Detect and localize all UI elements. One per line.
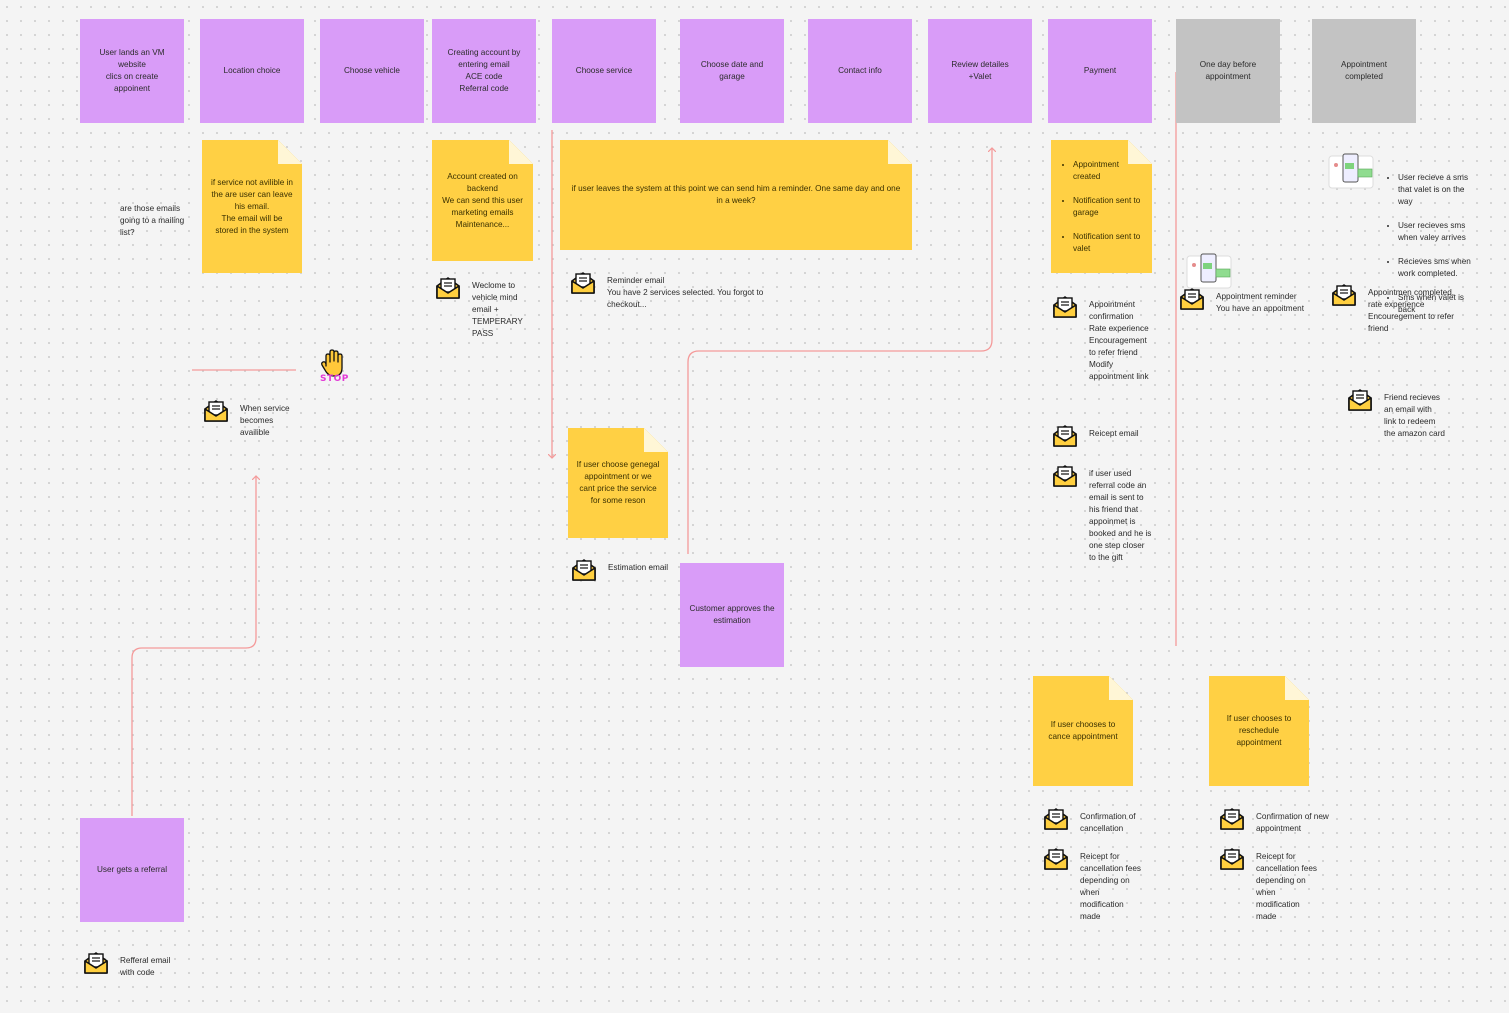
step-day-before: One day before appointment [1176,19,1280,123]
text-friend-email: Friend recieves an email with link to re… [1384,393,1445,438]
email-icon [1348,389,1372,411]
text-cancel-receipt: Reicept for cancellation fees depending … [1080,852,1141,921]
payment-note-item: Appointment created [1073,159,1144,183]
email-icon [1220,808,1244,830]
text-appointment-confirmation: Appointment confirmation Rate experience… [1089,300,1149,381]
email-icon [1053,296,1077,318]
text-cancel-confirmation: Confirmation of cancellation [1080,812,1136,833]
note-leaves-system: if user leaves the system at this point … [560,140,912,250]
email-icon [1332,284,1356,306]
text-estimation-email: Estimation email [608,563,669,572]
hand-icon [321,349,343,377]
text-receipt-email: Reicept email [1089,429,1139,438]
connector-referral-to-location [131,476,256,816]
note-general-appointment: If user choose genegal appointment or we… [568,428,668,538]
email-icon [1053,425,1077,447]
text-welcome-email: Weclome to vehicle mind email + TEMPERAR… [472,281,523,338]
step-customer-approves: Customer approves the estimation [680,563,784,667]
step-choose-vehicle: Choose vehicle [320,19,424,123]
email-icon [1044,848,1068,870]
stop-label: STOP [320,374,349,384]
email-icon [1053,465,1077,487]
email-icon [84,952,108,974]
note-account: Account created on backend We can send t… [432,140,533,261]
step-contact-info: Contact info [808,19,912,123]
email-icon [1180,288,1204,310]
text-referral-email: Refferal email with code [120,956,171,977]
email-icon [436,277,460,299]
text-reschedule-confirmation: Confirmation of new appointment [1256,812,1329,833]
text-completed-email: Appointmen completed, rate experience En… [1368,288,1455,333]
text-reminder-email: Reminder email You have 2 services selec… [607,276,764,309]
text-appointment-reminder: Appointment reminder You have an appoitm… [1216,292,1305,313]
step-choose-date: Choose date and garage [680,19,784,123]
note-cancel: If user chooses to cance appointment [1033,676,1133,786]
stop-hand-icon: STOP [318,348,350,386]
payment-note-item: Notification sent to garage [1073,195,1144,219]
text-mailing-question: are those emails going to a mailing list… [120,204,185,237]
note-location: if service not avilible in the are user … [202,140,302,273]
text-referral-used: if user used referral code an email is s… [1089,469,1152,562]
sms-phone-icon [1328,153,1374,189]
step-landing: User lands an VM website clics on create… [80,19,184,123]
step-location-choice: Location choice [200,19,304,123]
email-icon [572,559,596,581]
text-reschedule-receipt: Reicept for cancellation fees depending … [1256,852,1317,921]
step-create-account: Creating account by entering email ACE c… [432,19,536,123]
email-icon [571,272,595,294]
sms-item: Recieves sms when work completed. [1398,256,1480,280]
text-service-available: When service becomes availible [240,404,290,437]
sms-item: User recieves sms when valey arrives [1398,220,1480,244]
sms-phone-icon [1186,253,1232,289]
note-payment: Appointment created Notification sent to… [1051,140,1152,273]
step-choose-service: Choose service [552,19,656,123]
step-appointment-completed: Appointment completed [1312,19,1416,123]
text-sms-list: User recieve a sms that valet is on the … [1384,148,1480,340]
email-icon [1044,808,1068,830]
connector-approves-to-review [687,148,992,554]
sms-item: Sms when valet is back [1398,292,1480,316]
sms-item: User recieve a sms that valet is on the … [1398,172,1480,208]
step-payment: Payment [1048,19,1152,123]
payment-note-item: Notification sent to valet [1073,231,1144,255]
step-review-details: Review detailes +Valet [928,19,1032,123]
email-icon [1220,848,1244,870]
step-user-gets-referral: User gets a referral [80,818,184,922]
email-icon [204,400,228,422]
note-reschedule: If user chooses to reschedule appointmen… [1209,676,1309,786]
payment-note-list: Appointment created Notification sent to… [1059,147,1144,267]
